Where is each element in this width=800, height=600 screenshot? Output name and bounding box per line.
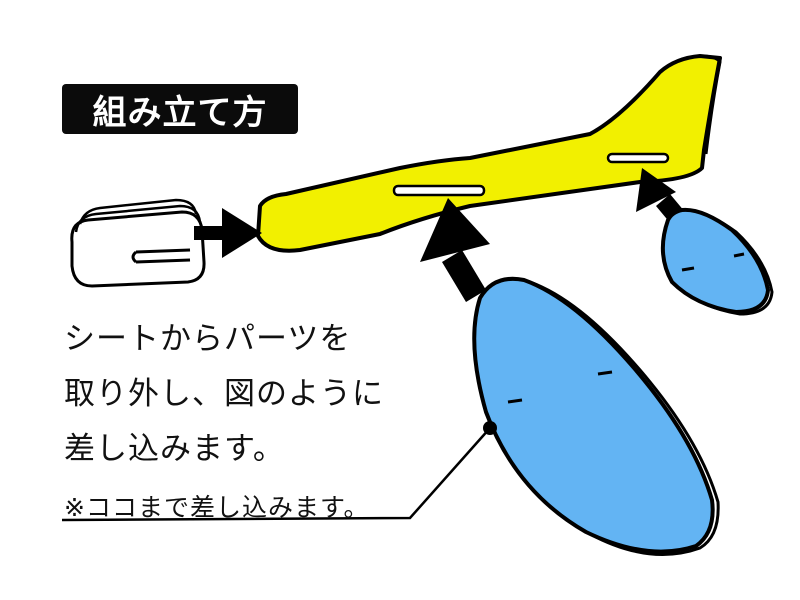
tail-wing-part [660, 207, 774, 316]
title-text: 組み立て方 [92, 92, 268, 133]
instruction-line-1: シートからパーツを [64, 321, 352, 357]
title-badge: 組み立て方 [62, 84, 298, 134]
instruction-line-3: 差し込みます。 [64, 431, 285, 467]
callout-leader [61, 421, 497, 522]
insertion-note: ※ココまで差し込みます。 [64, 493, 370, 522]
nose-weight-part [70, 198, 206, 288]
fuselage-part [256, 54, 722, 253]
main-wing-part [472, 276, 720, 556]
arrow-nose-icon [194, 208, 262, 258]
arrow-main-wing-icon [420, 198, 490, 302]
instruction-text: シートからパーツを 取り外し、図のように 差し込みます。 [64, 312, 384, 477]
instruction-line-2: 取り外し、図のように [64, 376, 384, 412]
